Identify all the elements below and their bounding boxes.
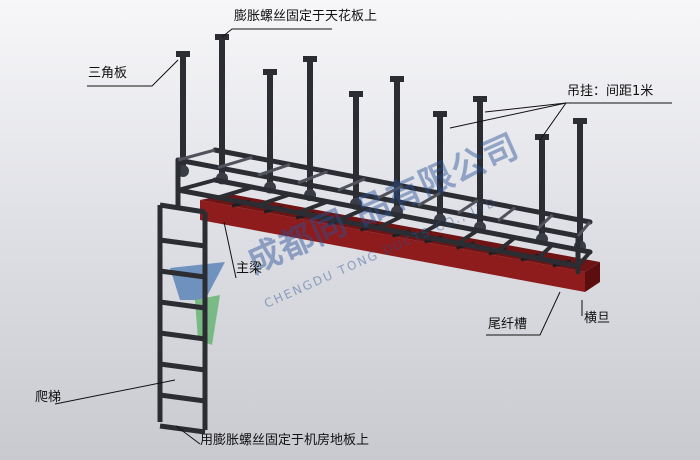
ladder-rungs — [159, 237, 206, 435]
ladder-rung — [159, 237, 206, 249]
cross-bar — [496, 236, 517, 253]
ceiling-bolt-plate — [349, 91, 363, 97]
ceiling-bolt-plate — [573, 118, 587, 124]
ceiling-bolt-plate — [390, 76, 404, 82]
upper-cross-bar — [417, 191, 441, 207]
cross-bars — [177, 148, 592, 268]
upper-cross-bar — [297, 170, 329, 185]
ceiling-bolt-plate — [473, 96, 487, 102]
ceiling-bolt-plate — [433, 111, 447, 117]
upper-cross-bar — [377, 184, 404, 200]
label-main-beam: 主梁 — [236, 261, 263, 276]
label-floor-bolt: 用膨胀螺丝固定于机房地板上 — [200, 433, 370, 448]
upper-cross-bar — [457, 199, 479, 215]
upper-cross-bar — [536, 213, 554, 230]
label-triangle-plate: 三角板 — [88, 66, 128, 81]
ceiling-bolt-plate — [176, 51, 190, 57]
leader-lines — [54, 28, 672, 445]
label-cross-bar: 横旦 — [584, 311, 611, 326]
cross-bar — [576, 250, 592, 268]
cross-bar — [337, 206, 366, 223]
cross-bar — [177, 178, 216, 192]
ceiling-bolt-plate — [303, 56, 317, 62]
label-ladder: 爬梯 — [35, 390, 62, 405]
upper-cross-bar — [337, 177, 366, 192]
ladder-rung — [159, 392, 206, 404]
cross-bar — [257, 192, 291, 208]
cross-bar — [456, 228, 479, 245]
upper-cross-bar — [257, 162, 291, 177]
cross-bar — [377, 214, 404, 230]
label-hanger: 吊挂：间距1米 — [567, 84, 654, 99]
cross-bar — [217, 185, 254, 200]
ladder-rung — [159, 299, 206, 311]
cross-bar — [297, 199, 329, 215]
ladder-rung — [159, 330, 206, 342]
label-tail-slot: 尾纤槽 — [488, 317, 528, 332]
cross-bar — [536, 243, 554, 260]
upper-cross-bar — [497, 206, 516, 222]
label-ceiling-bolt: 膨胀螺丝固定于天花板上 — [234, 9, 378, 24]
upper-cross-bar — [217, 155, 253, 170]
upper-cross-bar — [177, 148, 216, 162]
ceiling-bolt-plate — [263, 69, 277, 75]
cross-bar — [417, 221, 441, 238]
ladder-rung — [159, 268, 206, 280]
ladder-rung — [159, 423, 206, 435]
upper-cross-bar — [576, 221, 592, 237]
ladder-rung — [159, 361, 206, 373]
